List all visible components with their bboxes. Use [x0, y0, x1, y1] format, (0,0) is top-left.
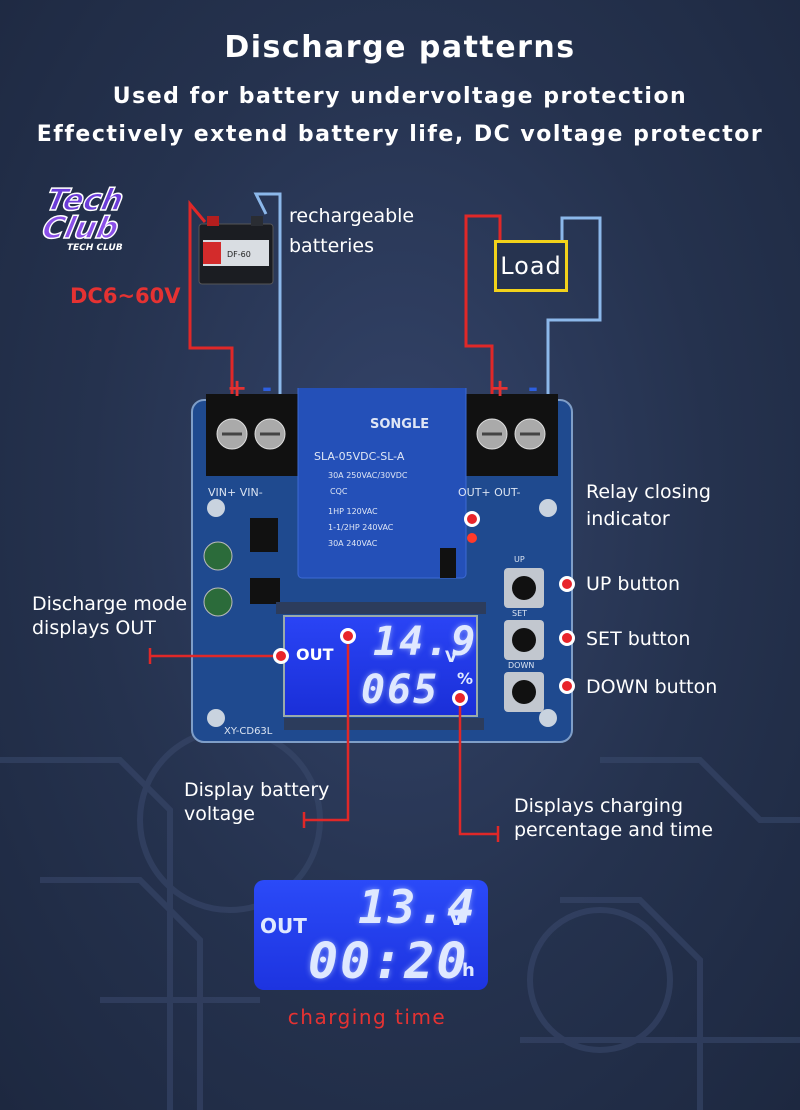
up-button-marker	[559, 576, 575, 592]
board-model: XY-CD63L	[224, 726, 273, 737]
relay-cqc: CQC	[330, 487, 348, 496]
battery-voltage-label-1: Display battery	[184, 779, 330, 801]
set-silk: SET	[512, 609, 527, 618]
batteries-label-1: rechargeable	[289, 205, 415, 227]
percentage-marker	[452, 690, 468, 706]
lcd-voltage-unit: V	[445, 647, 458, 666]
tech-club-logo: Tech Club TECH CLUB	[38, 183, 127, 253]
lcd2-voltage: 13.4	[358, 880, 477, 934]
lcd2-mode: OUT	[260, 914, 307, 938]
voltage-range-label: DC6~60V	[70, 284, 181, 308]
relay-spec-3: 1-1/2HP 240VAC	[328, 523, 394, 532]
relay-brand: SONGLE	[370, 417, 429, 432]
relay-spec-2: 1HP 120VAC	[328, 507, 378, 516]
left-plus: +	[227, 374, 248, 402]
right-plus: +	[490, 374, 511, 402]
up-silk: UP	[514, 555, 525, 564]
lcd-percent-unit: %	[457, 669, 474, 688]
set-button-label: SET button	[586, 628, 691, 650]
left-minus: -	[262, 374, 272, 402]
logo-word-1: Tech	[43, 183, 126, 218]
discharge-mode-label-2: displays OUT	[32, 617, 156, 639]
subtitle-2: Effectively extend battery life, DC volt…	[36, 122, 764, 147]
charging-pct-label-1: Displays charging	[514, 795, 684, 817]
down-silk: DOWN	[508, 661, 534, 670]
car-battery-icon: DF-60	[198, 216, 274, 285]
voltage-marker	[340, 628, 356, 644]
lcd2-time: 00:20	[308, 932, 469, 990]
relay-indicator-marker	[464, 511, 480, 527]
page-title: Discharge patterns	[224, 30, 576, 65]
out-silk-label: OUT+ OUT-	[458, 486, 521, 499]
lcd-percent: 065	[361, 667, 440, 713]
lcd-voltage: 14.9	[373, 619, 478, 665]
batteries-label-2: batteries	[289, 235, 374, 257]
battery-sticker: DF-60	[227, 250, 251, 259]
relay-indicator-label-2: indicator	[586, 508, 670, 530]
down-button-label: DOWN button	[586, 676, 718, 698]
lcd-mode-out: OUT	[296, 645, 334, 664]
charging-time-caption: charging time	[287, 1005, 447, 1029]
charging-pct-label-2: percentage and time	[514, 819, 713, 841]
subtitle-1: Used for battery undervoltage protection	[112, 84, 688, 109]
relay-spec-4: 30A 240VAC	[328, 539, 378, 548]
logo-word-2: Club	[39, 211, 121, 246]
relay-model: SLA-05VDC-SL-A	[314, 450, 405, 463]
vin-silk-label: VIN+ VIN-	[208, 486, 263, 499]
discharge-mode-marker	[273, 648, 289, 664]
discharge-mode-label-1: Discharge mode	[32, 593, 188, 615]
down-button-marker	[559, 678, 575, 694]
lcd2-voltage-unit: V	[448, 906, 466, 931]
set-button-marker	[559, 630, 575, 646]
lcd2-time-unit: h	[462, 960, 475, 981]
logo-word-3: TECH CLUB	[66, 243, 124, 253]
battery-voltage-label-2: voltage	[184, 803, 255, 825]
right-minus: -	[528, 374, 538, 402]
up-button-label: UP button	[586, 573, 681, 595]
relay-indicator-label-1: Relay closing	[586, 481, 711, 503]
load-box: Load	[494, 240, 568, 292]
main-lcd-display: 14.9 V 065 %	[283, 615, 478, 717]
relay-spec-1: 30A 250VAC/30VDC	[328, 471, 408, 480]
time-lcd-display: OUT 13.4 V 00:20 h	[254, 880, 488, 990]
